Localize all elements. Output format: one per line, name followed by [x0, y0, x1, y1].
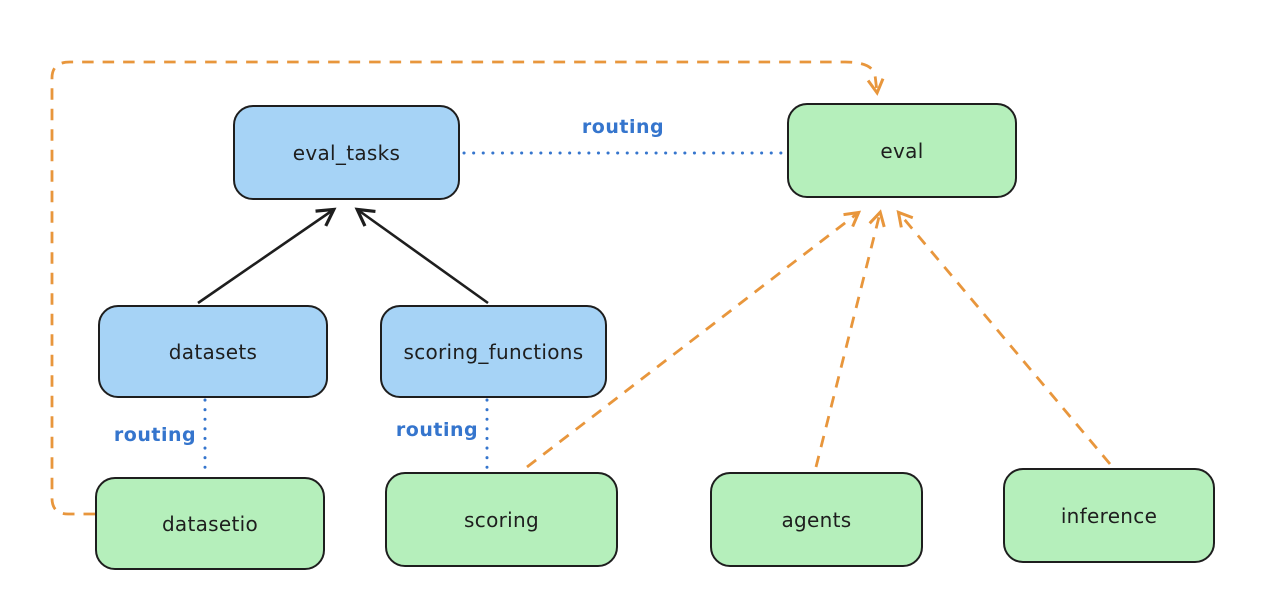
- node-agents-label: agents: [781, 507, 852, 532]
- edge-inference-to-eval: [896, 210, 1112, 465]
- edge-datasetio-to-eval: [50, 60, 885, 516]
- node-scoring: scoring: [385, 472, 618, 567]
- node-datasets: datasets: [98, 305, 328, 398]
- node-datasetio-label: datasetio: [161, 511, 259, 536]
- node-datasets-label: datasets: [168, 339, 258, 364]
- node-datasetio: datasetio: [95, 477, 325, 570]
- node-eval-tasks-label: eval_tasks: [292, 140, 401, 165]
- edge-agents-to-eval: [814, 209, 886, 468]
- node-eval: eval: [787, 103, 1017, 198]
- node-scoring-functions: scoring_functions: [380, 305, 607, 398]
- node-agents: agents: [710, 472, 923, 567]
- node-scoring-label: scoring: [464, 507, 539, 532]
- edge-label-routing-datasets: routing: [113, 424, 197, 446]
- node-scoring-functions-label: scoring_functions: [403, 339, 584, 364]
- edge-scoring-to-eval: [526, 210, 862, 469]
- edge-label-routing-top: routing: [581, 116, 665, 138]
- edge-scoring-functions-to-eval-tasks: [354, 207, 489, 305]
- node-inference: inference: [1003, 468, 1215, 563]
- node-inference-label: inference: [1060, 503, 1158, 528]
- edge-datasets-to-eval-tasks: [197, 207, 337, 305]
- node-eval-tasks: eval_tasks: [233, 105, 460, 200]
- node-eval-label: eval: [880, 138, 924, 163]
- edge-label-routing-scoring: routing: [395, 419, 479, 441]
